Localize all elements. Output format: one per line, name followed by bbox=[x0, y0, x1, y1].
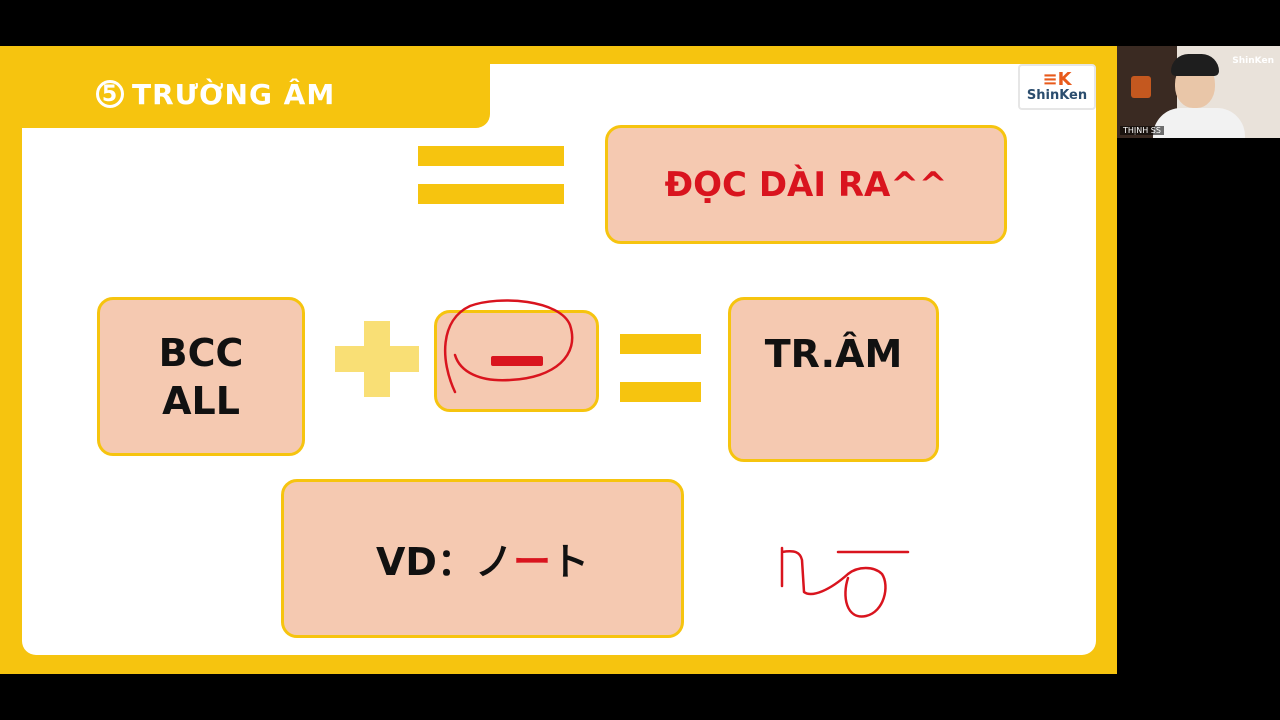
participant-name-label: THỊNH SS bbox=[1120, 126, 1164, 135]
shinken-logo-text: ShinKen bbox=[1026, 88, 1088, 103]
shinken-logo-mark-icon: ≡K bbox=[1042, 69, 1072, 90]
all-text: ALL bbox=[162, 378, 240, 423]
long-vowel-dash-icon bbox=[490, 356, 543, 366]
read-long-box: ĐỌC DÀI RA^^ bbox=[605, 125, 1007, 244]
read-long-text: ĐỌC DÀI RA^^ bbox=[664, 164, 948, 205]
webcam-brand-overlay: ShinKen bbox=[1232, 56, 1274, 66]
webcam-tile[interactable]: ShinKen THỊNH SS bbox=[1117, 46, 1280, 138]
circled-number-badge: 5 bbox=[96, 80, 124, 108]
plus-sign-horizontal bbox=[335, 346, 419, 372]
equals-bar-top bbox=[620, 334, 701, 354]
slide-title: 5 TRƯỜNG ÂM bbox=[96, 76, 335, 112]
equals-bar-top bbox=[418, 146, 564, 166]
result-text: TR.ÂM bbox=[764, 332, 903, 376]
slide-title-text: TRƯỜNG ÂM bbox=[132, 77, 336, 111]
bcc-all-box: BCC ALL bbox=[97, 297, 305, 456]
example-end: ト bbox=[550, 540, 589, 584]
equals-bar-bottom bbox=[620, 382, 701, 402]
long-vowel-result-box: TR.ÂM bbox=[728, 297, 939, 462]
bcc-text: BCC bbox=[158, 330, 244, 375]
example-box: VD：ノ ー ト bbox=[281, 479, 684, 638]
ink-handwriting-glyph bbox=[780, 546, 887, 618]
example-label: VD：ノ bbox=[376, 540, 513, 584]
ink-circle-annotation bbox=[444, 299, 574, 394]
shinken-logo: ≡K ShinKen bbox=[1018, 64, 1096, 110]
example-dash: ー bbox=[512, 540, 551, 584]
mug-icon bbox=[1131, 76, 1151, 98]
equals-bar-bottom bbox=[418, 184, 564, 204]
